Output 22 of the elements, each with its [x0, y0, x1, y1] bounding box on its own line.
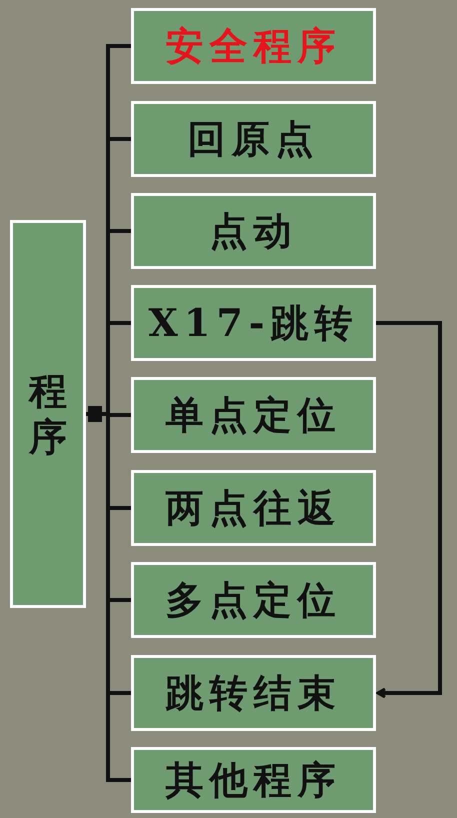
program-box [131, 285, 376, 361]
box-label: 多点定位 [166, 581, 342, 619]
connector-trunk [84, 42, 110, 784]
box-label: X17-跳转 [148, 304, 359, 342]
program-box [131, 101, 376, 177]
program-box [131, 8, 376, 84]
box-label: 安全程序 [166, 27, 342, 65]
program-box [131, 655, 376, 731]
root-box [10, 220, 86, 608]
box-label: 点动 [210, 212, 298, 250]
box-label: 回原点 [188, 120, 320, 158]
program-box [131, 377, 376, 453]
box-label: 程序 [29, 368, 67, 460]
box-label: 其他程序 [166, 761, 342, 799]
box-label: 跳转结束 [166, 674, 342, 712]
box-label: 两点往返 [166, 489, 342, 527]
program-box [131, 562, 376, 638]
box-label: 单点定位 [166, 396, 342, 434]
arrow [376, 321, 442, 698]
program-box [131, 193, 376, 269]
program-box [131, 470, 376, 546]
program-box [131, 747, 376, 813]
